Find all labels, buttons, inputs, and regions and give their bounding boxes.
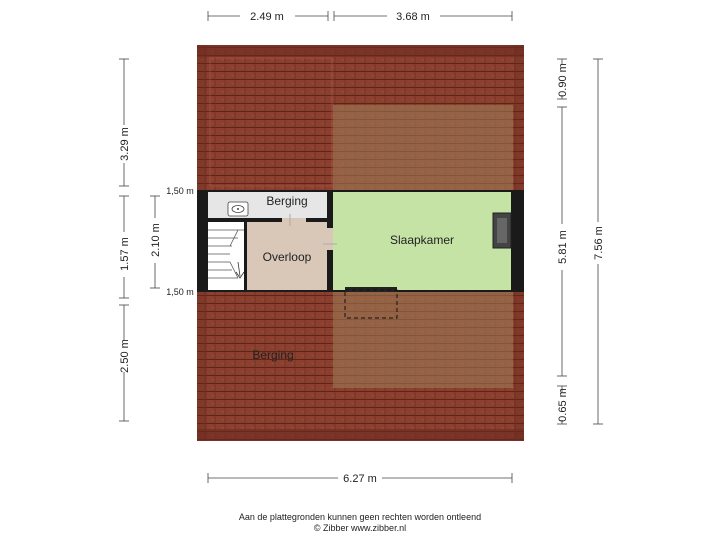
dim-bottom: 6.27 m <box>343 473 377 485</box>
chimney-icon <box>492 212 512 249</box>
dim-right-total: 7.56 m <box>593 226 605 260</box>
label-berging-top: Berging <box>266 194 307 208</box>
interior <box>197 190 524 319</box>
footer-disclaimer: Aan de plattegronden kunnen geen rechten… <box>238 512 482 522</box>
dim-right-bottom: 0.65 m <box>557 388 569 422</box>
dim-inner-height: 2.10 m <box>150 223 162 257</box>
room-slaapkamer <box>333 192 511 290</box>
room-overloop <box>247 222 327 290</box>
label-slaapkamer: Slaapkamer <box>390 233 454 247</box>
dim-wall-height-bottom: 1,50 m <box>166 287 194 297</box>
dim-right-middle: 5.81 m <box>557 230 569 264</box>
dormer-shade-top <box>333 105 513 190</box>
dim-left-top: 3.29 m <box>119 127 131 161</box>
stairs <box>208 222 246 290</box>
dim-left-bottom: 2.50 m <box>119 339 131 373</box>
dim-left-middle: 1.57 m <box>119 237 131 271</box>
dimension-lines <box>119 11 603 483</box>
dim-top-right: 3.68 m <box>396 11 430 23</box>
dim-right-top: 0.90 m <box>557 63 569 97</box>
label-overloop: Overloop <box>263 250 312 264</box>
dim-wall-height-top: 1,50 m <box>166 186 194 196</box>
roof-window-icon <box>344 287 398 319</box>
label-berging-bottom: Berging <box>252 348 293 362</box>
dormer-shade-bottom <box>333 292 513 388</box>
footer-copyright: © Zibber www.zibber.nl <box>313 523 407 533</box>
dim-top-left: 2.49 m <box>250 11 284 23</box>
sink-icon <box>227 201 249 217</box>
